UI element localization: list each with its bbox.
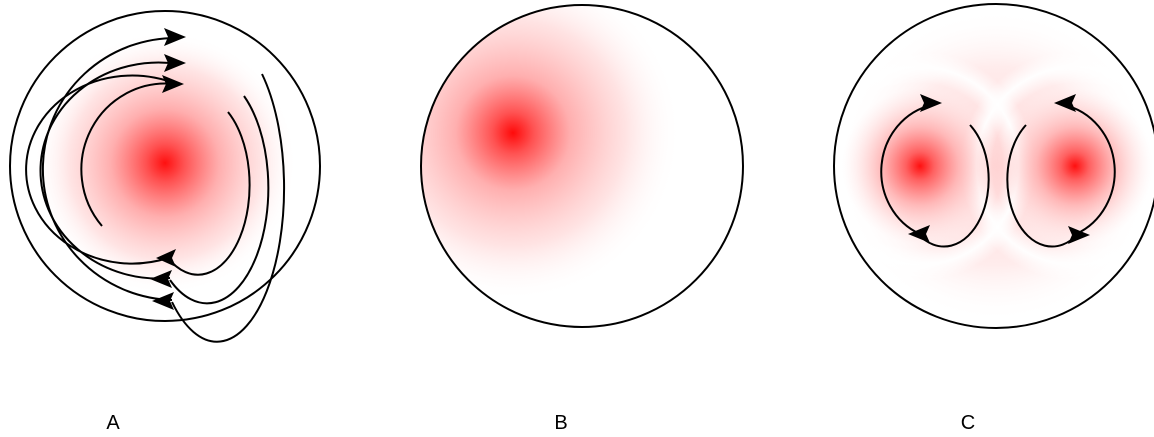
panel-b-glow (421, 5, 743, 327)
panel-c (805, 4, 1154, 328)
panel-label-c: C (961, 412, 975, 435)
panel-label-b: B (554, 412, 567, 435)
panel-b (421, 5, 743, 327)
panel-label-a: A (106, 412, 119, 435)
panel-c-left-core (842, 88, 998, 244)
panel-a (10, 11, 320, 342)
